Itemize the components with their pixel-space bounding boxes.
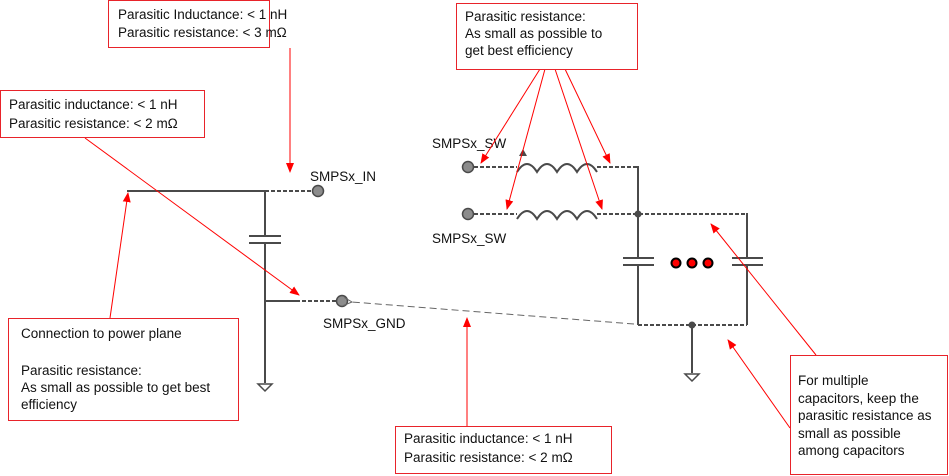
callout-text: Parasitic Inductance: < 1 nH xyxy=(118,7,287,22)
callout-text: parasitic resistance as xyxy=(798,408,932,423)
callout-input-pin: Parasitic Inductance: < 1 nH Parasitic r… xyxy=(108,0,287,48)
callout-output-caps: For multiple capacitors, keep the parasi… xyxy=(790,355,948,475)
output-circuit: SMPSx_SW SMPSx_SW xyxy=(432,136,763,383)
callout-text: Parasitic resistance: xyxy=(21,363,142,378)
input-capacitor-icon xyxy=(249,235,281,244)
arrow-output-ground xyxy=(727,339,791,429)
output-capacitor-left-icon xyxy=(623,257,654,266)
smps-gnd-label: SMPSx_GND xyxy=(323,316,406,331)
arrow-switch-4 xyxy=(564,68,611,164)
output-ground-icon xyxy=(683,373,701,383)
callout-text: Parasitic resistance: < 2 mΩ xyxy=(9,116,178,131)
inductor-bottom-icon xyxy=(516,210,598,221)
smps-in-label: SMPSx_IN xyxy=(310,169,376,184)
callout-text: As small as possible to get best xyxy=(21,380,210,395)
smps-in-pin xyxy=(311,184,325,198)
callout-text: Connection to power plane xyxy=(21,326,182,341)
output-capacitor-right-icon xyxy=(732,257,763,266)
smps-sw-bottom-label: SMPSx_SW xyxy=(432,231,507,246)
ground-return-path xyxy=(352,302,635,325)
input-circuit: SMPSx_IN SMPSx_GND xyxy=(127,169,406,393)
callout-text: among capacitors xyxy=(798,443,905,458)
callout-text: small as possible xyxy=(798,426,901,441)
callout-power-plane: Connection to power plane Parasitic resi… xyxy=(8,318,239,421)
inductor-marker-icon xyxy=(519,149,527,156)
ellipsis-dots-icon xyxy=(670,257,714,269)
callout-text: get best efficiency xyxy=(465,43,573,58)
callout-text: Parasitic resistance: xyxy=(465,9,586,24)
callout-text: capacitors, keep the xyxy=(798,391,919,406)
callout-text: Parasitic inductance: < 1 nH xyxy=(404,431,572,446)
callout-text: Parasitic resistance: < 3 mΩ xyxy=(118,25,287,40)
callout-switch: Parasitic resistance: As small as possib… xyxy=(456,3,638,70)
arrow-input-cap xyxy=(84,137,300,296)
callout-text: efficiency xyxy=(21,397,77,412)
callout-text: Parasitic inductance: < 1 nH xyxy=(9,97,177,112)
arrow-switch-3 xyxy=(554,68,603,210)
junction-dot xyxy=(634,210,642,218)
ground-icon xyxy=(256,383,274,393)
callout-text: For multiple xyxy=(798,373,869,388)
callout-text: As small as possible to xyxy=(465,26,602,41)
arrow-switch-1 xyxy=(480,68,541,164)
callout-input-cap: Parasitic inductance: < 1 nH Parasitic r… xyxy=(0,90,205,138)
inductor-top-icon xyxy=(516,163,598,174)
arrow-switch-2 xyxy=(505,68,546,210)
smps-sw-top-pin xyxy=(461,160,475,174)
callout-text: Parasitic resistance: < 2 mΩ xyxy=(404,450,573,465)
smps-gnd-pin xyxy=(335,294,349,308)
smps-sw-bottom-pin xyxy=(461,207,475,221)
smps-sw-top-label: SMPSx_SW xyxy=(432,136,507,151)
callout-arrows xyxy=(84,48,817,429)
arrow-power-plane xyxy=(109,192,131,319)
arrow-output-trace xyxy=(710,223,817,356)
callout-ground: Parasitic inductance: < 1 nH Parasitic r… xyxy=(395,426,612,474)
